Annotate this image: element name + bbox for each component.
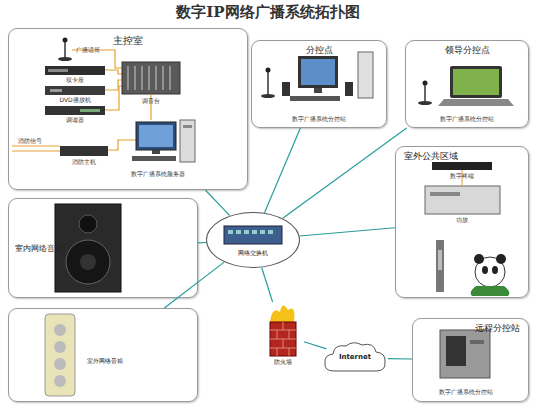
network-link xyxy=(205,190,229,216)
node-label: Internet xyxy=(322,353,388,361)
device-panel xyxy=(48,69,68,72)
network-link xyxy=(262,268,273,302)
area-box: 领导分控点 xyxy=(405,40,529,128)
network-link xyxy=(304,342,327,349)
amplifier-panel xyxy=(430,192,460,196)
node-label: 室内网络音箱 xyxy=(15,243,63,254)
device xyxy=(45,86,105,95)
audio-wire xyxy=(12,50,138,151)
device xyxy=(45,106,105,115)
device-panel xyxy=(50,89,62,92)
switch-device xyxy=(224,226,282,244)
node-label: 远程分控站 xyxy=(475,322,520,335)
firewall-icon xyxy=(270,305,296,356)
pole-speaker-face xyxy=(438,250,442,270)
device-label: 数字广播系统分控站 xyxy=(440,115,494,124)
device-label: 调音台 xyxy=(142,97,160,106)
device-label: 数字广播系统分控站 xyxy=(439,388,493,397)
amplifier xyxy=(425,186,500,214)
node-label: 室外网络音箱 xyxy=(87,357,123,366)
device-label: DVD播放机 xyxy=(59,96,90,105)
network-link xyxy=(388,358,412,360)
speaker-box: 室外网络音箱 xyxy=(8,308,198,402)
node-label: 主控室 xyxy=(9,34,247,48)
branch-computer xyxy=(261,52,373,101)
mixer xyxy=(122,62,180,94)
column-speaker xyxy=(45,314,75,396)
device-label: 消防主机 xyxy=(72,158,96,167)
pole-speaker xyxy=(436,240,444,292)
diagram-title: 数字IP网络广播系统拓扑图 xyxy=(0,3,536,22)
device-label: 广播话筒 xyxy=(76,46,100,55)
device-label: 数字广播系统分控站 xyxy=(292,115,346,124)
network-link xyxy=(198,242,206,244)
digital-terminal xyxy=(432,162,492,170)
firewall-node: 防火墙 xyxy=(262,302,304,368)
internet-cloud: Internet xyxy=(322,340,388,376)
network-link xyxy=(164,262,224,308)
device-label: 功放 xyxy=(456,216,468,225)
device-panel xyxy=(80,109,100,112)
device-label: 双卡座 xyxy=(66,76,84,85)
network-link xyxy=(264,128,300,213)
network-link xyxy=(283,128,407,218)
switch-ports xyxy=(228,230,273,234)
network-link xyxy=(300,228,395,236)
node-label: 领导分控点 xyxy=(406,44,528,57)
device-label: 数字终端 xyxy=(450,172,474,181)
device-label: 调谐器 xyxy=(66,116,84,125)
node-label: 室外公共区域 xyxy=(404,150,458,163)
remote-device xyxy=(440,330,490,378)
speaker-box: 室内网络音箱 xyxy=(8,198,198,298)
indoor-speaker xyxy=(55,204,121,292)
laptop xyxy=(418,66,514,106)
node-label: 分控点 xyxy=(252,44,386,57)
device-label: 数字广播系统服务器 xyxy=(131,170,185,179)
room-box: 主控室 xyxy=(8,28,248,190)
node-label: 防火墙 xyxy=(262,358,304,367)
area-box: 分控点 xyxy=(251,40,387,128)
server-computer xyxy=(132,120,195,162)
node-label: 网络交换机 xyxy=(207,249,299,258)
device xyxy=(45,66,105,75)
panda-speaker xyxy=(471,254,510,296)
switch-ellipse: 网络交换机 xyxy=(206,212,300,268)
microphone xyxy=(58,38,72,62)
mixer-faders xyxy=(128,66,170,90)
fire-host xyxy=(60,146,108,156)
device-label: 消防信号 xyxy=(18,137,42,146)
